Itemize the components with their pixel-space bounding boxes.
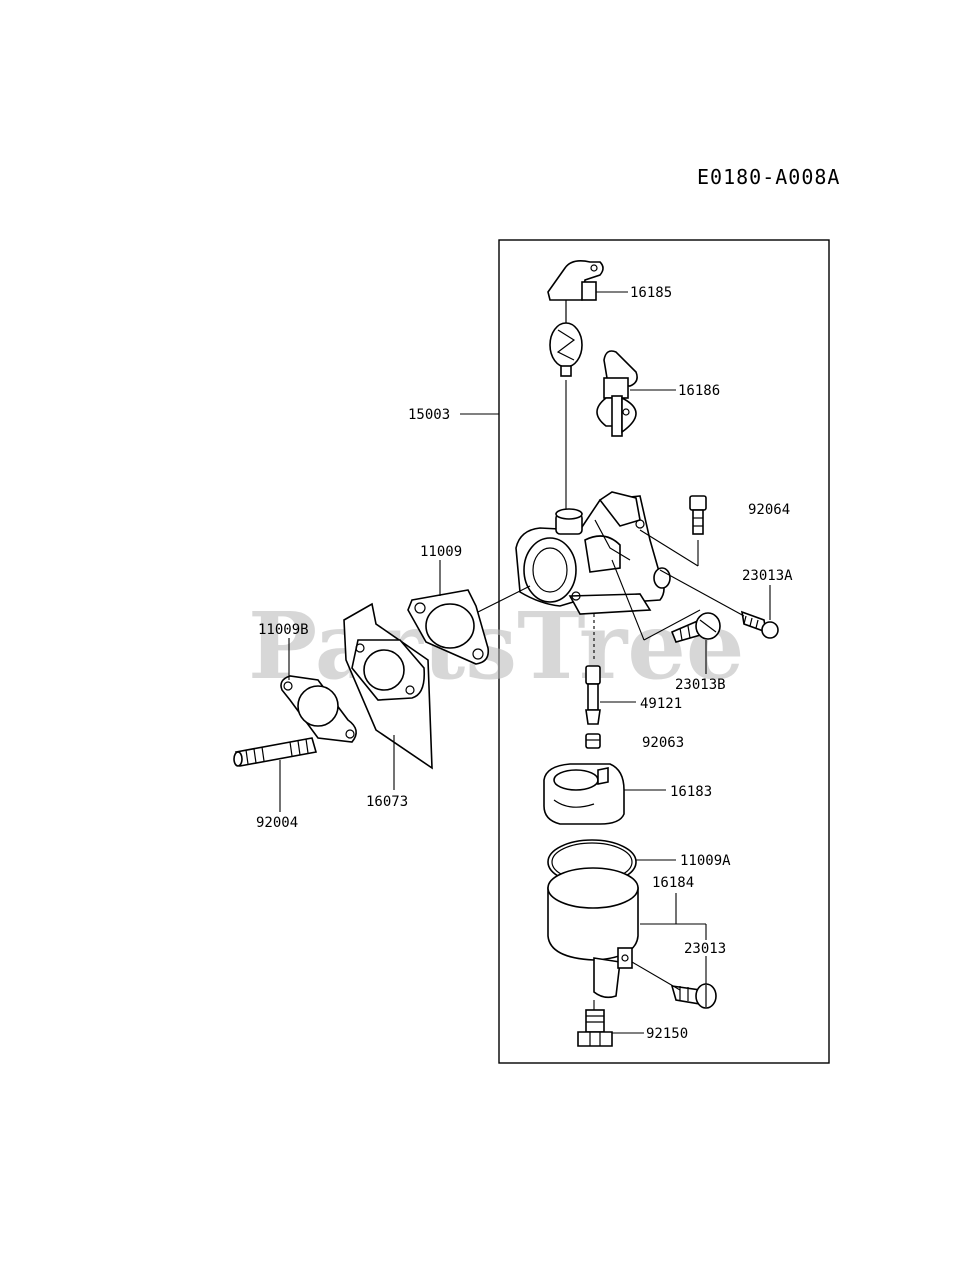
part-15003-carburetor[interactable] <box>515 491 671 615</box>
part-92150-bolt[interactable] <box>577 1009 613 1047</box>
part-16183-float[interactable] <box>543 763 625 825</box>
label-11009B[interactable]: 11009B <box>258 622 309 638</box>
part-23013-screw[interactable] <box>670 983 717 1009</box>
leader-23013-a <box>631 961 681 991</box>
diagram-code: E0180-A008A <box>697 165 840 189</box>
part-92063-jet[interactable] <box>585 733 601 749</box>
label-92063[interactable]: 92063 <box>642 735 684 751</box>
label-15003[interactable]: 15003 <box>408 407 450 423</box>
label-23013[interactable]: 23013 <box>684 941 726 957</box>
part-23013A-screw[interactable] <box>740 610 779 639</box>
part-11009-gasket[interactable] <box>407 589 490 665</box>
part-16185-choke-lever[interactable] <box>547 260 604 377</box>
part-11009B-gasket[interactable] <box>280 675 357 743</box>
part-92004-stud[interactable] <box>233 737 318 767</box>
label-92004[interactable]: 92004 <box>256 815 298 831</box>
part-49121-needle[interactable] <box>585 665 601 725</box>
part-92064-jet[interactable] <box>689 495 707 535</box>
leader-92064-b <box>639 529 699 567</box>
part-23013B-screw[interactable] <box>670 612 721 643</box>
label-11009A[interactable]: 11009A <box>680 853 731 869</box>
label-23013B[interactable]: 23013B <box>675 677 726 693</box>
label-16186[interactable]: 16186 <box>678 383 720 399</box>
label-23013A[interactable]: 23013A <box>742 568 793 584</box>
leader-23013B-b <box>643 609 701 641</box>
part-16186-throttle-lever[interactable] <box>596 350 638 437</box>
label-11009[interactable]: 11009 <box>420 544 462 560</box>
leader-23013A-a <box>659 569 745 617</box>
label-16073[interactable]: 16073 <box>366 794 408 810</box>
label-49121[interactable]: 49121 <box>640 696 682 712</box>
part-16184-float-bowl[interactable] <box>547 867 639 999</box>
part-16073-insulator[interactable] <box>343 602 433 770</box>
watermark: PartsTree <box>248 592 744 700</box>
label-16185[interactable]: 16185 <box>630 285 672 301</box>
leader-flange <box>473 585 531 615</box>
label-92150[interactable]: 92150 <box>646 1026 688 1042</box>
label-92064[interactable]: 92064 <box>748 502 790 518</box>
label-16183[interactable]: 16183 <box>670 784 712 800</box>
leader-23013B-a <box>611 559 645 641</box>
label-16184[interactable]: 16184 <box>652 875 694 891</box>
assembly-frame <box>498 239 830 1064</box>
